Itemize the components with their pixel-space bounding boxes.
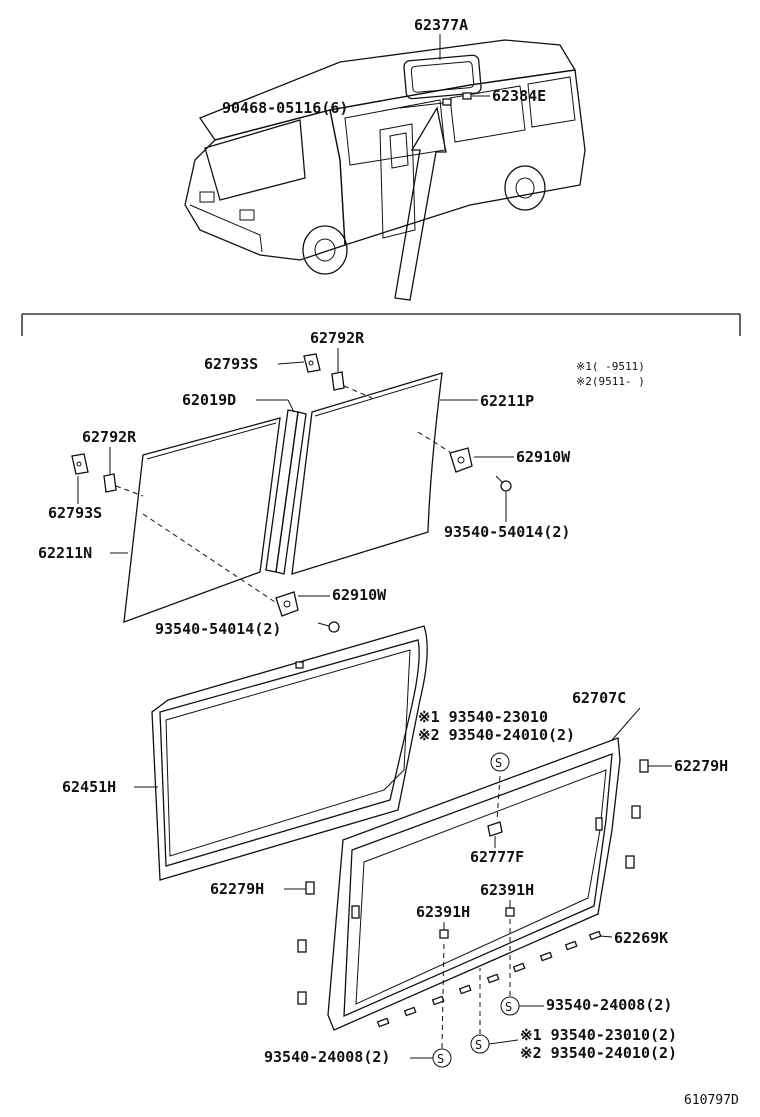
svg-text:62910W: 62910W xyxy=(516,448,571,466)
part-62793S-left xyxy=(71,453,89,475)
svg-text:62211N: 62211N xyxy=(38,544,92,562)
svg-text:※2 93540-24010(2): ※2 93540-24010(2) xyxy=(418,726,575,744)
svg-text:62269K: 62269K xyxy=(614,929,668,947)
label-62019D: 62019D xyxy=(182,391,295,413)
svg-text:62279H: 62279H xyxy=(210,880,264,898)
part-62910W-right xyxy=(449,447,473,473)
svg-text:62792R: 62792R xyxy=(310,329,365,347)
s-marker-top: S xyxy=(490,752,510,772)
label-62910W-right: 62910W xyxy=(474,448,571,466)
diagram-code: 610797D xyxy=(684,1093,739,1108)
label-62377A: 62377A xyxy=(414,16,468,60)
label-93540-54014-right: 93540-54014(2) xyxy=(444,492,570,541)
svg-text:62793S: 62793S xyxy=(204,355,258,373)
label-62391H-left: 62391H xyxy=(416,903,470,930)
label-62279H-left: 62279H xyxy=(210,880,306,898)
part-62910W-bottom xyxy=(275,591,299,617)
svg-text:※2 93540-24010(2): ※2 93540-24010(2) xyxy=(520,1044,677,1062)
svg-text:62019D: 62019D xyxy=(182,391,236,409)
svg-text:※1 93540-23010(2): ※1 93540-23010(2) xyxy=(520,1026,677,1044)
glass-62211P xyxy=(291,372,443,575)
svg-text:※1( -9511): ※1( -9511) xyxy=(576,360,645,373)
label-93540-23010-bottom: ※1 93540-23010(2) xyxy=(488,1026,677,1045)
label-93540-24008-right: 93540-24008(2) xyxy=(519,996,672,1014)
label-62391H-right: 62391H xyxy=(480,881,534,908)
svg-text:62211P: 62211P xyxy=(480,392,534,410)
van-illustration xyxy=(184,39,586,301)
part-62792R-left xyxy=(103,473,117,493)
svg-text:S: S xyxy=(505,1000,512,1014)
label-93540-23010-top: ※1 93540-23010 xyxy=(418,708,548,726)
label-62269K: 62269K xyxy=(599,929,668,947)
label-93540-24010-bottom: ※2 93540-24010(2) xyxy=(520,1044,677,1062)
svg-text:62793S: 62793S xyxy=(48,504,102,522)
part-62793S-top xyxy=(303,353,321,373)
label-62279H-right: 62279H xyxy=(648,757,728,775)
svg-text:※1 93540-23010: ※1 93540-23010 xyxy=(418,708,548,726)
svg-text:62910W: 62910W xyxy=(332,586,387,604)
label-62707C: 62707C xyxy=(572,689,641,741)
svg-text:62707C: 62707C xyxy=(572,689,626,707)
block-parts xyxy=(297,759,649,1005)
label-62211P: 62211P xyxy=(440,392,534,410)
label-93540-24008-left: 93540-24008(2) xyxy=(264,1048,433,1066)
svg-text:62451H: 62451H xyxy=(62,778,116,796)
svg-text:62377A: 62377A xyxy=(414,16,468,34)
screw-right xyxy=(495,475,512,492)
screw-bottom xyxy=(317,621,340,633)
label-93540-24010-top: ※2 93540-24010(2) xyxy=(418,726,575,744)
svg-text:62391H: 62391H xyxy=(480,881,534,899)
svg-text:62777F: 62777F xyxy=(470,848,524,866)
assembly-bracket xyxy=(21,313,741,336)
frame-62451H xyxy=(151,625,428,881)
svg-text:S: S xyxy=(437,1052,444,1066)
label-62777F: 62777F xyxy=(470,848,524,866)
seal-strip-62269K xyxy=(376,930,602,1028)
svg-text:S: S xyxy=(475,1038,482,1052)
clip-62777F xyxy=(487,821,503,848)
svg-text:93540-54014(2): 93540-54014(2) xyxy=(444,523,570,541)
label-62910W-bottom: 62910W xyxy=(298,586,387,604)
label-62384E: 62384E xyxy=(472,87,546,105)
svg-text:93540-24008(2): 93540-24008(2) xyxy=(546,996,672,1014)
label-62451H: 62451H xyxy=(62,778,158,796)
svg-text:S: S xyxy=(495,756,502,770)
part-62792R-top xyxy=(331,371,345,391)
label-93540-54014-bottom: 93540-54014(2) xyxy=(155,620,281,638)
label-62793S-left: 62793S xyxy=(48,476,102,522)
svg-text:90468-05116(6): 90468-05116(6) xyxy=(222,99,348,117)
svg-text:62792R: 62792R xyxy=(82,428,137,446)
label-62792R-left: 62792R xyxy=(82,428,137,474)
label-62792R-top: 62792R xyxy=(310,329,365,372)
s-marker-middle: S xyxy=(470,968,490,1054)
svg-text:※2(9511- ): ※2(9511- ) xyxy=(576,375,645,388)
label-62211N: 62211N xyxy=(38,544,128,562)
svg-text:62384E: 62384E xyxy=(492,87,546,105)
svg-text:610797D: 610797D xyxy=(684,1093,739,1108)
divider-62019D xyxy=(265,409,307,575)
glass-62211N xyxy=(123,417,281,623)
frame-62707C xyxy=(327,737,621,1031)
legend: ※1( -9511) ※2(9511- ) xyxy=(576,360,645,388)
svg-text:62279H: 62279H xyxy=(674,757,728,775)
svg-text:62391H: 62391H xyxy=(416,903,470,921)
svg-text:93540-24008(2): 93540-24008(2) xyxy=(264,1048,390,1066)
label-90468-05116: 90468-05116(6) xyxy=(222,99,444,117)
svg-text:93540-54014(2): 93540-54014(2) xyxy=(155,620,281,638)
label-62793S-top: 62793S xyxy=(204,355,305,373)
